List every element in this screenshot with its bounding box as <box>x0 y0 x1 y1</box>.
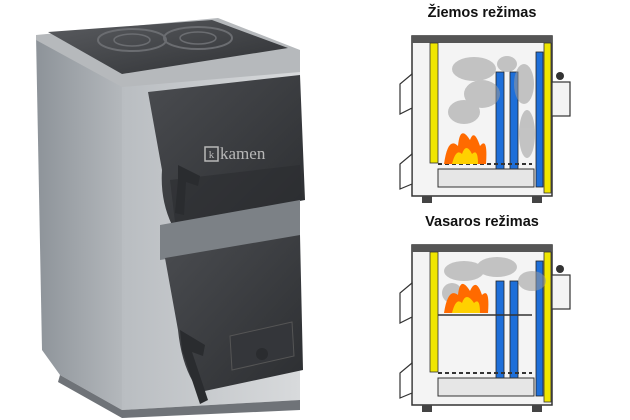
svg-text:kamen: kamen <box>220 144 266 163</box>
insulation-right <box>543 251 552 403</box>
flue-outlet <box>551 274 571 310</box>
stove-side-panel <box>36 35 122 410</box>
water-jacket-right <box>535 51 544 188</box>
smoke-icon <box>442 257 546 303</box>
stove-product-image: k kamen <box>36 18 305 418</box>
insulation-left <box>429 251 439 373</box>
ash-door <box>399 361 413 399</box>
summer-boiler-cross-section <box>399 244 571 412</box>
water-jacket-right <box>535 260 544 397</box>
hotplate-section <box>412 36 552 43</box>
ash-pan <box>437 168 535 188</box>
brand-logo: k kamen <box>204 144 266 163</box>
flue-outlet <box>551 81 571 117</box>
damper-knob <box>556 265 564 273</box>
ash-pan <box>437 377 535 397</box>
draft-regulator <box>229 321 295 371</box>
firebox-door <box>399 72 413 115</box>
smoke-icon <box>448 56 535 158</box>
hotplate-section <box>412 245 552 252</box>
firebox-door <box>399 281 413 324</box>
summer-mode-title: Vasaros režimas <box>425 214 539 230</box>
regulator-knob <box>256 348 268 360</box>
winter-boiler-cross-section <box>399 35 571 203</box>
winter-mode-title: Žiemos režimas <box>427 5 537 21</box>
insulation-right <box>543 42 552 194</box>
ash-door <box>399 152 413 190</box>
flame-icon <box>444 283 489 313</box>
burner-ring-left <box>97 28 167 52</box>
burner-ring-right <box>163 26 233 50</box>
stove-base <box>58 375 300 418</box>
svg-text:k: k <box>209 149 215 161</box>
flame-icon <box>444 133 487 164</box>
winter-mode-diagram: Žiemos režimas <box>382 2 582 209</box>
summer-mode-diagram: Vasaros režimas <box>382 211 582 418</box>
damper-knob <box>556 72 564 80</box>
lower-door-handle <box>180 330 208 404</box>
upper-door-handle <box>175 165 200 215</box>
insulation-left <box>429 42 439 164</box>
